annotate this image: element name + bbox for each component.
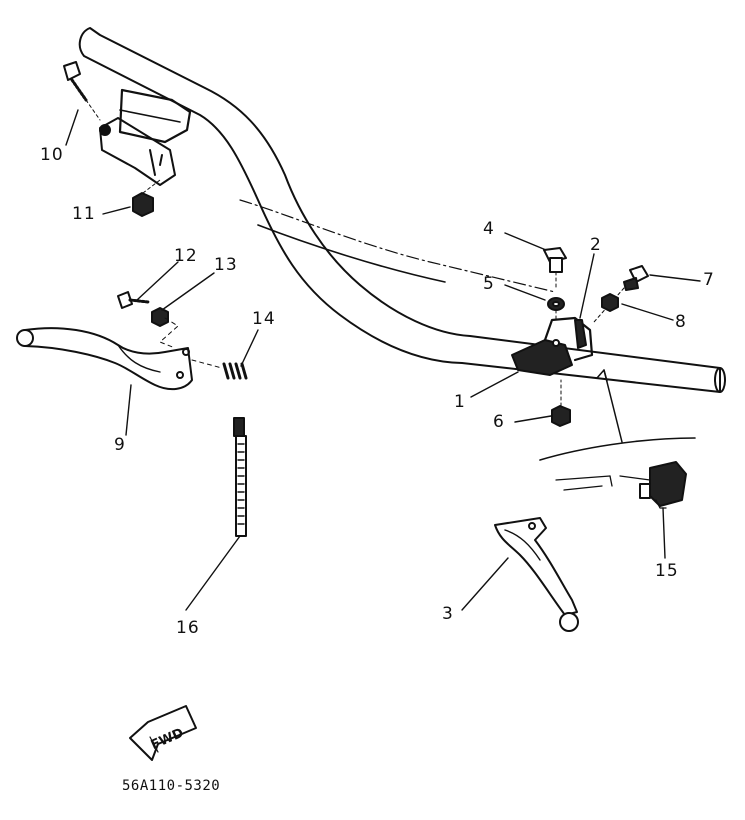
part-10-bolt: [63, 61, 101, 121]
callout-12: 12: [174, 246, 198, 266]
callout-2: 2: [590, 235, 602, 255]
callout-11: 11: [72, 204, 96, 224]
callout-6: 6: [493, 412, 505, 432]
part-8-nut: [601, 293, 619, 312]
part-3-lever: [494, 517, 579, 632]
part-7-bolt: [593, 265, 649, 323]
part-5-washer: [547, 297, 565, 323]
part-12-bolt: [117, 291, 150, 309]
callout-10: 10: [40, 145, 64, 165]
callout-14: 14: [252, 309, 276, 329]
fwd-arrow: [129, 705, 197, 761]
part-15-switch: [539, 369, 696, 509]
leader-lines: [65, 109, 701, 611]
part-9-lever: [16, 327, 193, 391]
callout-5: 5: [483, 274, 495, 294]
fwd-label: FWD: [149, 726, 186, 754]
part-11-nut: [132, 179, 161, 217]
part-13-nut: [151, 307, 179, 349]
callout-3: 3: [442, 604, 454, 624]
callout-8: 8: [675, 312, 687, 332]
diagram-code: 56A110-5320: [122, 778, 221, 794]
part-16-cable-tie: [233, 417, 247, 537]
part-6-nut: [551, 379, 571, 427]
callout-16: 16: [176, 618, 200, 638]
part-1-bracket: [511, 316, 594, 376]
callout-15: 15: [655, 561, 679, 581]
part-14-spring: [191, 359, 248, 380]
callout-9: 9: [114, 435, 126, 455]
part-4-bolt: [543, 247, 567, 291]
callout-13: 13: [214, 255, 238, 275]
callout-4: 4: [483, 219, 495, 239]
handlebar: [78, 27, 726, 393]
callout-7: 7: [703, 270, 715, 290]
callout-1: 1: [454, 392, 466, 412]
master-cylinder: [99, 88, 192, 186]
